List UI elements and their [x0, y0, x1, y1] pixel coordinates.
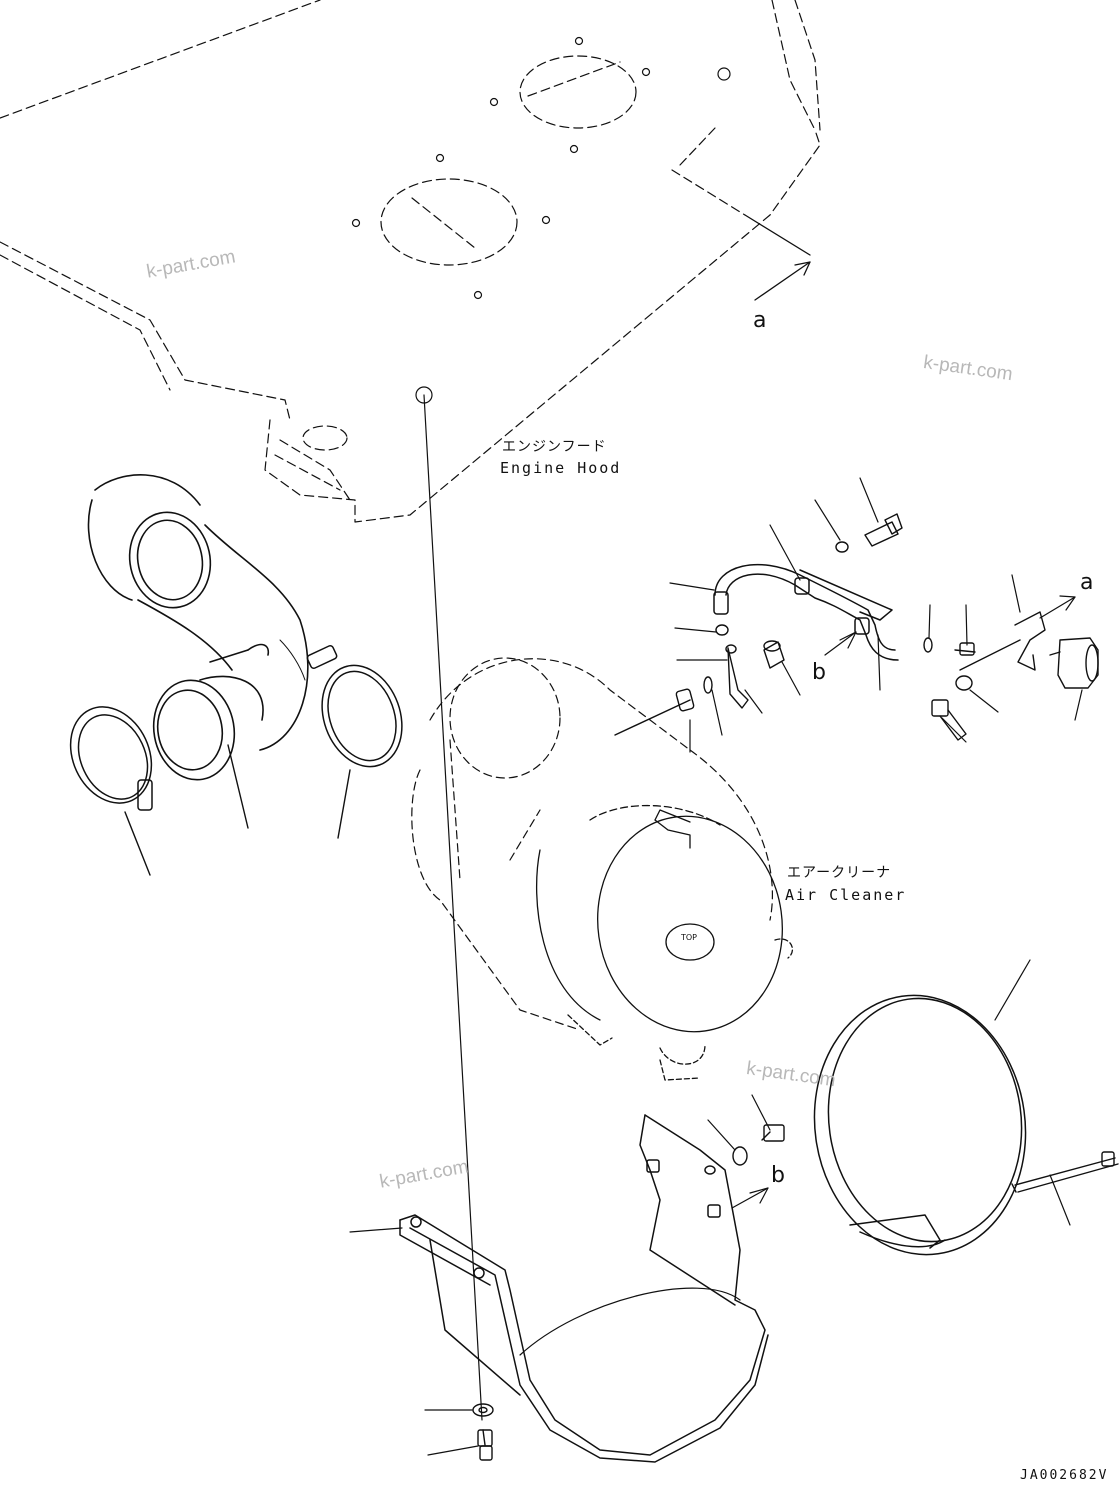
leader-band	[994, 959, 1031, 1021]
engine-hood-label-en: Engine Hood	[500, 459, 622, 477]
mounting-band	[813, 994, 1027, 1256]
leader-hose	[227, 744, 249, 829]
hose-clamp-left	[69, 706, 153, 811]
reference-mark-b-mid: b	[812, 660, 826, 685]
bracket-leaders	[424, 1094, 771, 1456]
reference-mark-a-right: a	[1080, 570, 1094, 595]
reference-mark-a-top: a	[753, 308, 767, 333]
engine-hood-bolt-holes	[351, 36, 731, 404]
band-bolt	[1011, 1151, 1119, 1193]
air-cleaner-label-jp: エアークリーナ	[787, 865, 892, 881]
air-cleaner-label-en: Air Cleaner	[785, 886, 907, 904]
fastener-centerline	[423, 394, 483, 1421]
engine-hood-outline	[0, 0, 821, 523]
top-marking-text: TOP	[681, 933, 698, 942]
bracket-hardware	[472, 1124, 785, 1461]
engine-hood-label-jp: エンジンフード	[502, 439, 607, 455]
intake-elbow-hose	[87, 474, 309, 781]
air-cleaner-cover	[535, 804, 793, 1081]
hose-clamp-right	[306, 644, 403, 768]
top-marking-plate	[665, 923, 715, 961]
reference-mark-b-bottom: b	[771, 1163, 785, 1188]
lower-bracket	[399, 1114, 769, 1463]
air-cleaner-outline	[411, 657, 773, 1031]
indicator-leaders	[669, 477, 1083, 753]
leader-clamp-right	[337, 769, 351, 839]
indicator-tube	[713, 563, 899, 661]
indicator-small-parts	[614, 513, 1099, 741]
leader-bracket	[349, 1227, 403, 1233]
drawing-code: JA002682V	[1020, 1468, 1109, 1483]
leader-clamp-left	[124, 811, 151, 876]
